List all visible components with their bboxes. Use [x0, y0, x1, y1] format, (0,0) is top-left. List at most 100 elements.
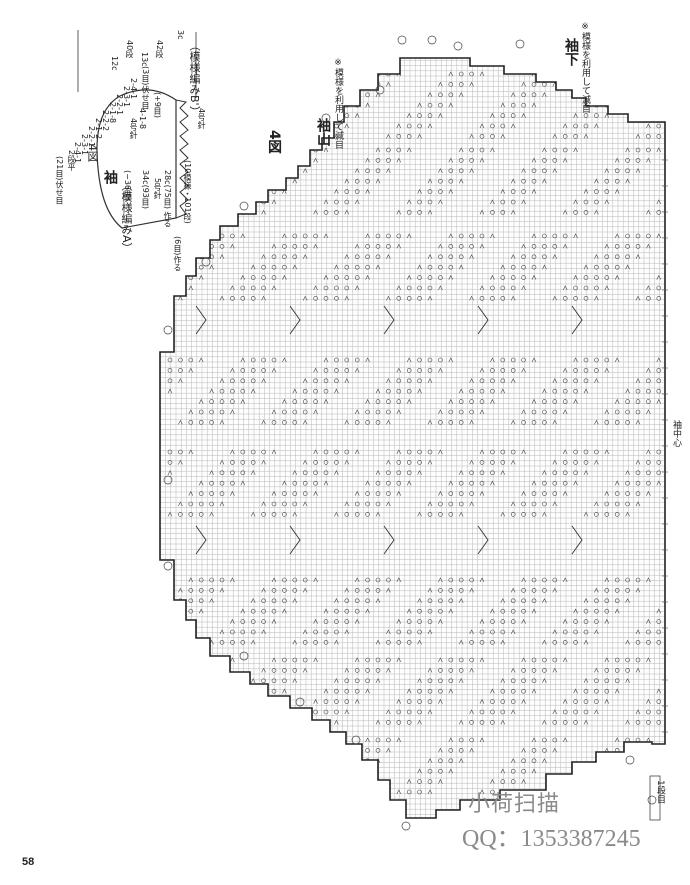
- decrease-symbol: [500, 598, 506, 603]
- decrease-symbol: [417, 678, 422, 683]
- yarn-over-symbol: [604, 178, 610, 184]
- decrease-symbol: [614, 157, 620, 163]
- yarn-over-symbol: [479, 470, 485, 476]
- decrease-symbol: [438, 577, 443, 583]
- yarn-over-symbol: [542, 158, 547, 163]
- yarn-over-symbol: [552, 491, 558, 496]
- yarn-over-symbol: [583, 296, 589, 301]
- yarn-over-symbol: [406, 789, 412, 795]
- yarn-over-symbol: [646, 460, 651, 465]
- yarn-over-symbol: [198, 588, 204, 593]
- decrease-symbol: [448, 102, 454, 108]
- yarn-over-symbol: [250, 460, 256, 465]
- decrease-symbol: [562, 449, 568, 455]
- yarn-over-symbol: [625, 244, 630, 249]
- decrease-symbol: [178, 459, 183, 465]
- yarn-over-symbol: [386, 409, 391, 415]
- decrease-symbol: [427, 587, 433, 593]
- decrease-symbol: [573, 608, 578, 614]
- yarn-over-symbol: [240, 470, 246, 476]
- decrease-symbol: [552, 501, 558, 507]
- decrease-symbol: [396, 157, 402, 163]
- yarn-over-symbol: [594, 768, 599, 774]
- yarn-over-symbol: [188, 588, 194, 593]
- decrease-symbol: [240, 112, 246, 118]
- yarn-over-symbol: [562, 470, 568, 476]
- decrease-symbol: [594, 254, 599, 259]
- decrease-symbol: [250, 678, 256, 683]
- yarn-over-symbol: [365, 168, 370, 174]
- decrease-symbol: [354, 168, 360, 173]
- decrease-symbol: [625, 511, 630, 517]
- decrease-symbol: [323, 199, 329, 205]
- decrease-symbol: [625, 470, 630, 475]
- yarn-over-symbol: [240, 285, 246, 291]
- decrease-symbol: [542, 719, 547, 725]
- decrease-symbol: [490, 233, 495, 239]
- yarn-over-symbol: [219, 737, 225, 743]
- yarn-over-symbol: [614, 577, 620, 583]
- yarn-over-symbol: [417, 275, 422, 280]
- decrease-symbol: [521, 243, 526, 249]
- decrease-symbol: [250, 388, 256, 394]
- decrease-symbol: [230, 243, 235, 249]
- yarn-over-symbol: [178, 357, 183, 363]
- decrease-symbol: [562, 737, 568, 743]
- decrease-symbol: [209, 678, 214, 683]
- yarn-over-symbol: [438, 102, 443, 108]
- decrease-symbol: [656, 480, 662, 486]
- yarn-over-symbol: [573, 629, 578, 635]
- yarn-over-symbol: [282, 92, 287, 98]
- yarn-over-symbol: [406, 709, 412, 715]
- watermark-line1: 小荷扫描: [468, 792, 561, 817]
- annotation-mark: [321, 113, 331, 123]
- yarn-over-symbol: [344, 619, 350, 624]
- decrease-symbol: [500, 719, 506, 725]
- yarn-over-symbol: [583, 789, 589, 795]
- yarn-over-symbol: [438, 357, 443, 363]
- yarn-over-symbol: [334, 789, 339, 795]
- decrease-symbol: [604, 409, 610, 415]
- yarn-over-symbol: [448, 501, 454, 507]
- decrease-step: 2-3-1: [80, 134, 89, 156]
- yarn-over-symbol: [573, 449, 578, 455]
- yarn-over-symbol: [178, 699, 183, 704]
- decrease-symbol: [240, 357, 246, 363]
- yarn-over-symbol: [178, 678, 183, 684]
- decrease-symbol: [562, 490, 568, 496]
- yarn-over-symbol: [282, 409, 287, 415]
- annotation-mark: [295, 697, 305, 707]
- yarn-over-symbol: [438, 189, 443, 194]
- decrease-symbol: [458, 598, 464, 603]
- decrease-symbol: [240, 480, 246, 486]
- yarn-over-symbol: [510, 368, 516, 373]
- decrease-symbol: [354, 243, 360, 249]
- yarn-over-symbol: [417, 709, 422, 715]
- yarn-over-symbol: [490, 709, 495, 715]
- decrease-symbol: [531, 102, 537, 108]
- schematic-needle-a: 5号針: [153, 178, 162, 200]
- yarn-over-symbol: [344, 449, 350, 455]
- yarn-over-symbol: [282, 244, 287, 249]
- yarn-over-symbol: [334, 357, 339, 363]
- yarn-over-symbol: [250, 688, 256, 694]
- decrease-symbol: [198, 398, 204, 404]
- yarn-over-symbol: [292, 748, 298, 753]
- yarn-over-symbol: [375, 233, 381, 239]
- decrease-symbol: [282, 768, 287, 774]
- decrease-symbol: [334, 598, 339, 603]
- schematic-top-bind: (3目)伏せ目: [141, 66, 150, 110]
- yarn-over-symbol: [479, 134, 485, 139]
- decrease-symbol: [531, 688, 537, 694]
- decrease-symbol: [198, 608, 204, 614]
- decrease-symbol: [583, 719, 589, 725]
- yarn-over-symbol: [323, 388, 329, 394]
- decrease-symbol: [302, 629, 308, 635]
- yarn-over-symbol: [438, 758, 443, 764]
- yarn-over-symbol: [427, 768, 433, 774]
- yarn-over-symbol: [656, 368, 662, 373]
- decrease-symbol: [479, 243, 485, 249]
- yarn-over-symbol: [188, 758, 194, 764]
- yarn-over-symbol: [302, 737, 308, 743]
- decrease-symbol: [230, 157, 235, 163]
